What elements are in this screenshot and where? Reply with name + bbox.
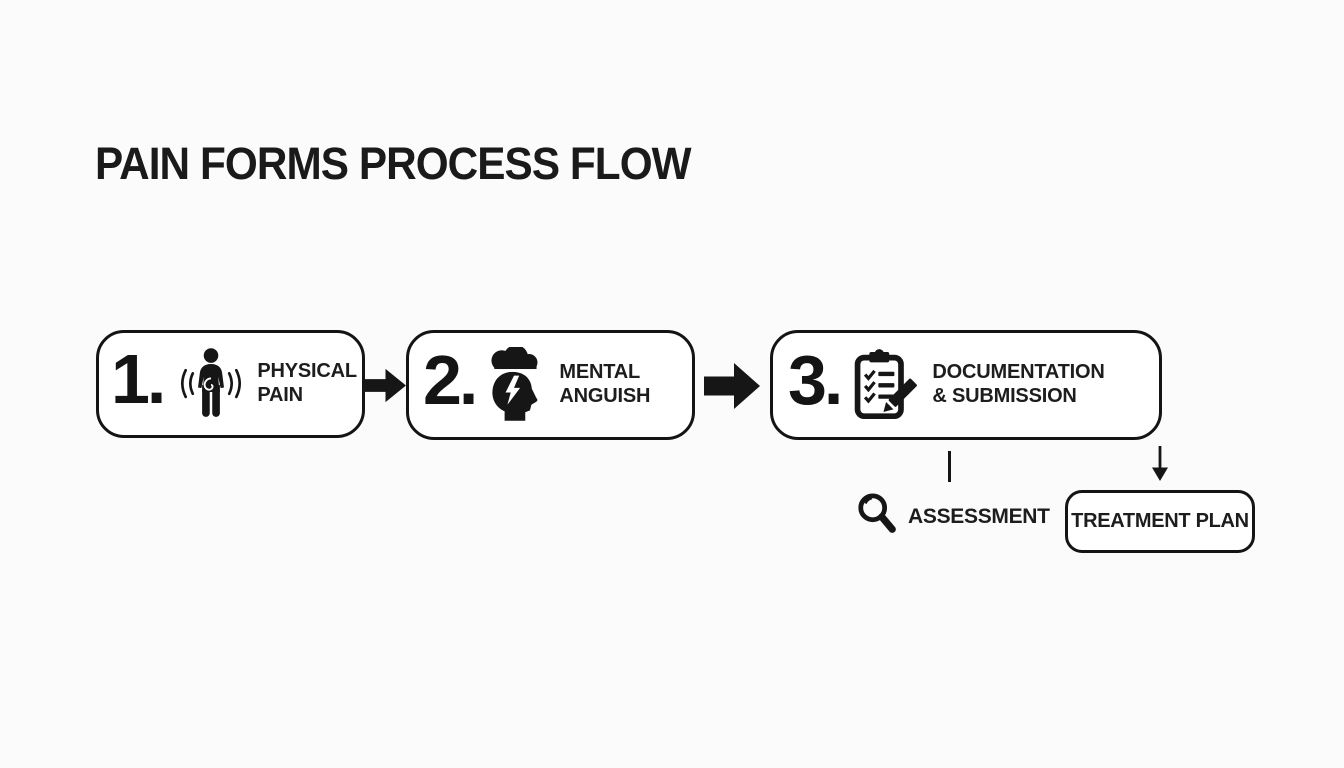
step-label-line: MENTAL [559, 361, 641, 384]
branch-arrow-treatment [1149, 446, 1171, 487]
assessment-group: ASSESSMENT [856, 491, 1050, 542]
branch-line-assessment [948, 451, 951, 482]
clipboard-checklist-icon [850, 347, 918, 423]
step-box-documentation-submission: 3. [770, 330, 1162, 440]
step-box-mental-anguish: 2. MENTAL ANGUISH [406, 330, 695, 440]
flow-arrow-1 [363, 366, 408, 405]
step-label: MENTAL ANGUISH [559, 361, 650, 408]
step-label-line: PHYSICAL [257, 360, 357, 383]
step-number: 2. [423, 341, 478, 419]
step-box-physical-pain: 1. PHYSICAL PAI [96, 330, 365, 438]
treatment-plan-label: TREATMENT PLAN [1071, 510, 1249, 532]
page-title: PAIN FORMS PROCESS FLOW [95, 138, 692, 189]
step-number: 1. [111, 340, 166, 418]
step-label-line: DOCUMENTATION [932, 361, 1105, 384]
treatment-plan-box: TREATMENT PLAN [1065, 490, 1255, 553]
head-storm-icon [483, 347, 545, 423]
step-label: DOCUMENTATION & SUBMISSION [932, 361, 1104, 408]
person-pain-icon [179, 344, 243, 424]
step-label-line: PAIN [257, 384, 303, 406]
step-label: PHYSICAL PAIN [257, 360, 357, 407]
step-label-line: ANGUISH [559, 385, 651, 407]
assessment-label: ASSESSMENT [908, 504, 1050, 528]
step-number: 3. [788, 341, 843, 419]
step-label-line: & SUBMISSION [932, 385, 1077, 407]
magnifier-icon [856, 491, 898, 542]
flow-arrow-2 [704, 359, 762, 413]
